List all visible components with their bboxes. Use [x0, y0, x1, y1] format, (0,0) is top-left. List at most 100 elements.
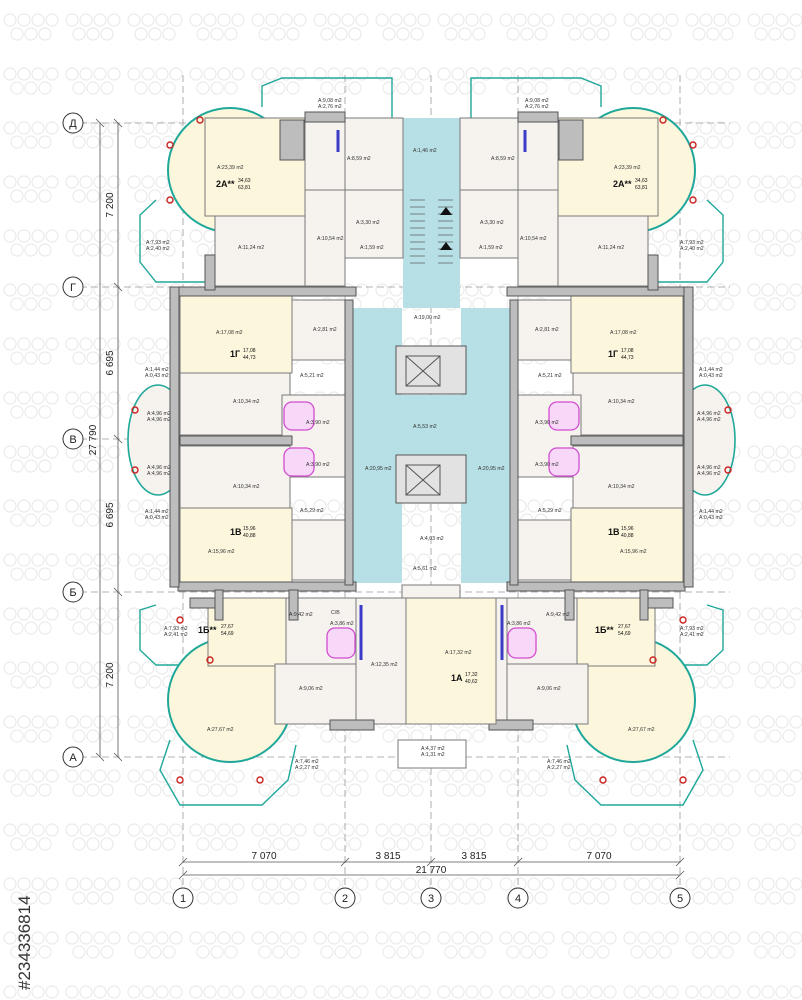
wall — [169, 111, 375, 731]
room-label: A:20,95 m2 — [365, 466, 392, 472]
circulation-core — [352, 118, 511, 583]
room-label: A:3,90 m2 — [306, 420, 330, 426]
room-label: A:3,90 m2 — [535, 462, 559, 468]
dimension-label: 6 695 — [105, 502, 116, 527]
axis-label-horizontal: Д — [69, 118, 77, 130]
dimension-line-bottom — [178, 857, 685, 880]
room-label: A:2,76 m2 — [318, 104, 342, 110]
axis-label-vertical: 5 — [677, 893, 683, 905]
axis-label-vertical: 1 — [180, 893, 186, 905]
apartment-area: 17,08 — [621, 348, 634, 354]
room-label: A:9,42 m2 — [546, 612, 570, 618]
room-label: A:10,34 m2 — [608, 484, 635, 490]
room-label: A:2,40 m2 — [146, 246, 170, 252]
room-label: A:2,81 m2 — [535, 327, 559, 333]
stair-icon — [410, 199, 453, 264]
column — [131, 116, 264, 784]
room-label: A:15,96 m2 — [620, 549, 647, 555]
apartment-tag: 1А 17,32 40,62 — [451, 672, 478, 685]
axis-label-horizontal: В — [69, 434, 76, 446]
axis-label-vertical: 4 — [515, 893, 521, 905]
room-label: A:9,08 m2 — [318, 98, 342, 104]
apartment-tag: 1В 15,96 40,88 — [608, 526, 634, 539]
room-label: A:11,24 m2 — [598, 245, 624, 251]
room-label: A:2,27 m2 — [547, 765, 571, 771]
apartment-area: 63,81 — [238, 185, 251, 191]
apartment-area: 34,63 — [635, 178, 648, 184]
apartment-code: 2А** — [216, 179, 235, 189]
room-label: A:4,96 m2 — [147, 411, 171, 417]
bath-fixture — [283, 401, 356, 659]
room-label: A:9,42 m2 — [289, 612, 313, 618]
apartment-code: 1Б** — [198, 625, 217, 635]
room-label: A:10,34 m2 — [608, 399, 635, 405]
room-labels-left: A:9,08 m2 A:2,76 m2 A:8,59 m2 A:1,46 m2 … — [145, 98, 472, 771]
room-label: A:0,43 m2 — [145, 515, 169, 521]
apartment-tags: 2А** 34,63 63,81 2А** 34,63 63,81 1Г 17,… — [198, 178, 648, 685]
room-label: A:4,96 m2 — [147, 465, 171, 471]
room-label: A:5,61 m2 — [413, 566, 437, 572]
apartment-tag: 1Г 17,08 44,73 — [608, 348, 634, 361]
room-label: A:10,34 m2 — [233, 484, 260, 490]
room-label: A:10,34 m2 — [233, 399, 260, 405]
room-label: A:4,37 m2 — [421, 746, 445, 752]
room-label: A:4,96 m2 — [697, 417, 721, 423]
room-label: A:2,27 m2 — [295, 765, 319, 771]
room-label: A:9,06 m2 — [537, 686, 561, 692]
room-label: A:10,54 m2 — [317, 236, 344, 242]
apartment-area: 17,32 — [465, 672, 478, 678]
room-label: A:2,41 m2 — [164, 632, 188, 638]
room-label: A:2,76 m2 — [525, 104, 549, 110]
room-label: A:5,21 m2 — [538, 373, 562, 379]
room-label: A:1,44 m2 — [145, 509, 169, 515]
apartment-code: 1В — [230, 527, 242, 537]
room-label: A:1,44 m2 — [145, 367, 169, 373]
axis-label-horizontal: Б — [69, 587, 76, 599]
axis-label-horizontal: А — [69, 752, 77, 764]
apartment-area: 27,67 — [221, 624, 234, 630]
room-label: A:9,08 m2 — [525, 98, 549, 104]
dimension-label: 7 070 — [586, 851, 611, 862]
room-label: A:10,54 m2 — [520, 236, 547, 242]
room-label: A:3,86 m2 — [507, 621, 531, 627]
room-label: A:9,06 m2 — [299, 686, 323, 692]
room-label: A:3,90 m2 — [535, 420, 559, 426]
room-label: A:4,96 m2 — [697, 411, 721, 417]
room-label: A:3,30 m2 — [480, 220, 504, 226]
dimension-label: 21 770 — [416, 865, 447, 876]
room-label: A:27,67 m2 — [628, 727, 655, 733]
room-label: A:0,43 m2 — [145, 373, 169, 379]
room-label: A:20,95 m2 — [478, 466, 505, 472]
apartment-area: 44,73 — [621, 355, 634, 361]
apartment-area: 63,81 — [635, 185, 648, 191]
apartment-code: 1А — [451, 673, 463, 683]
room-label: A:5,21 m2 — [300, 373, 324, 379]
dimension-label: 7 200 — [105, 662, 116, 687]
dimension-label: 3 815 — [375, 851, 400, 862]
apartment-area: 54,69 — [618, 631, 631, 637]
apartment-tag: 1Г 17,08 44,73 — [230, 348, 256, 361]
room-label: C/B — [331, 610, 340, 616]
room-label: A:7,93 m2 — [680, 240, 704, 246]
apartment-area: 15,96 — [621, 526, 634, 532]
room-label: A:1,59 m2 — [360, 245, 384, 251]
room-label: A:11,24 m2 — [238, 245, 264, 251]
room-labels-right: A:9,08 m2 A:2,76 m2 A:8,59 m2 A:23,39 m2… — [478, 98, 723, 771]
room-label: A:4,96 m2 — [147, 471, 171, 477]
room-label: A:2,40 m2 — [680, 246, 704, 252]
room-label: A:5,29 m2 — [538, 508, 562, 514]
room-label: A:17,08 m2 — [216, 330, 243, 336]
dimension-line-left — [95, 118, 123, 762]
apartment-tag: 2А** 34,63 63,81 — [216, 178, 251, 191]
room-label: A:3,86 m2 — [330, 621, 354, 627]
apartment-area: 34,63 — [238, 178, 251, 184]
apartment-tag: 1В 15,96 40,88 — [230, 526, 256, 539]
apartment-area: 44,73 — [243, 355, 256, 361]
axis-label-vertical: 3 — [428, 893, 434, 905]
elevator-icon — [395, 345, 467, 504]
room-label: A:2,41 m2 — [680, 632, 704, 638]
room-label: A:0,43 m2 — [699, 373, 723, 379]
apartment-area: 40,88 — [621, 533, 634, 539]
apartment-code: 1Б** — [595, 625, 614, 635]
apartment-area: 17,08 — [243, 348, 256, 354]
